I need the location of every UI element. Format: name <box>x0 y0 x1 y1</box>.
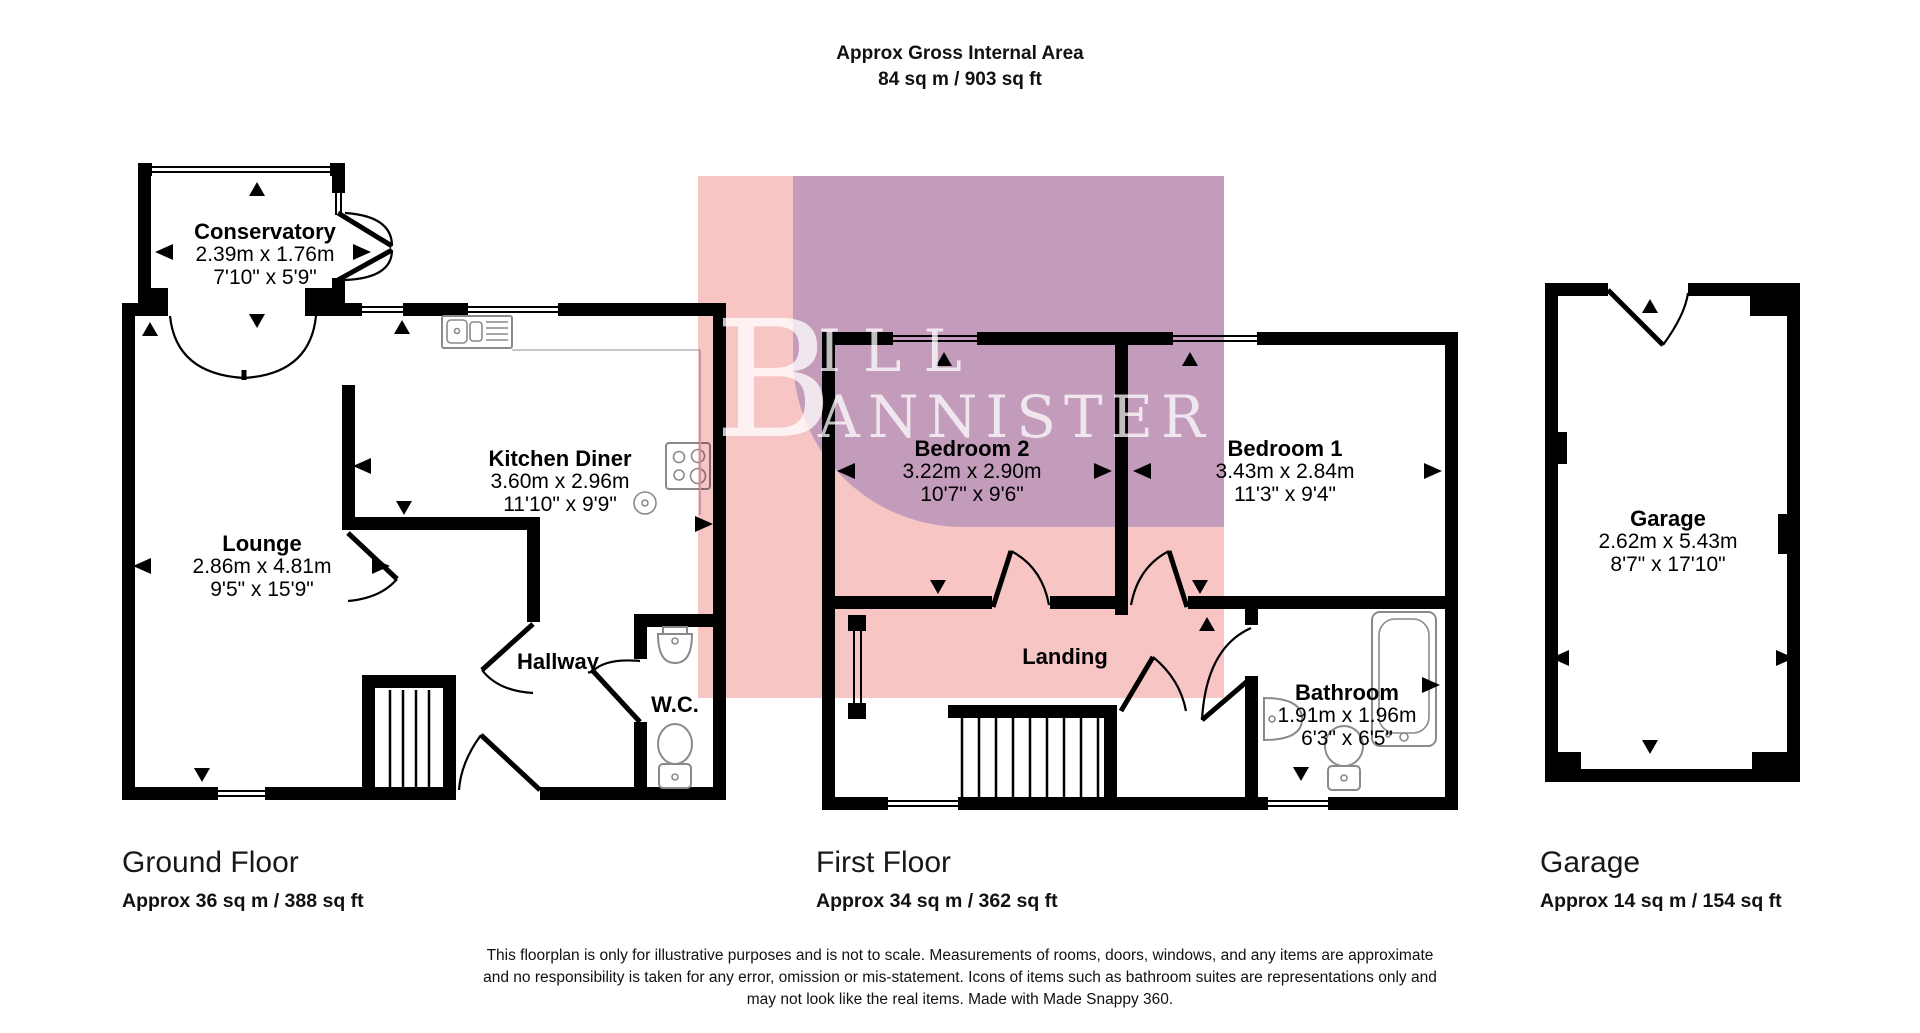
floor-area: Approx 36 sq m / 388 sq ft <box>122 890 364 912</box>
disclaimer-line-2: and no responsibility is taken for any e… <box>483 969 1437 986</box>
window-icon <box>152 163 558 800</box>
caption-ground-floor: Ground Floor Approx 36 sq m / 388 sq ft <box>122 846 364 913</box>
floor-title: Garage <box>1540 846 1641 879</box>
disclaimer-line-3: may not look like the real items. Made w… <box>746 991 1174 1008</box>
floor-title: First Floor <box>816 846 951 879</box>
disclaimer-line-1: This floorplan is only for illustrative … <box>486 947 1434 964</box>
room-label-wc: W.C. <box>651 692 699 717</box>
room-label-kitchen-diner: Kitchen Diner 3.60m x 2.96m 11'10" x 9'9… <box>488 446 632 516</box>
caption-first-floor: First Floor Approx 34 sq m / 362 sq ft <box>816 846 1058 913</box>
wc-basin-icon <box>656 626 694 665</box>
room-label-lounge: Lounge 2.86m x 4.81m 9'5" x 15'9" <box>192 531 332 601</box>
bathroom-toilet-icon <box>1324 725 1364 791</box>
gross-internal-area-header: Approx Gross Internal Area 84 sq m / 903… <box>836 43 1083 91</box>
room-label-bathroom: Bathroom 1.91m x 1.96m 6'3" x 6'5" <box>1277 680 1417 750</box>
dimension-arrow-icon <box>1551 299 1794 754</box>
bathroom-basin-icon <box>1263 696 1304 742</box>
wc-toilet-icon <box>657 723 693 789</box>
kitchen-sink-icon <box>441 315 513 349</box>
caption-garage: Garage Approx 14 sq m / 154 sq ft <box>1540 846 1782 913</box>
stairs-icon <box>960 718 1100 797</box>
header-subtitle: 84 sq m / 903 sq ft <box>878 69 1042 90</box>
floor-title: Ground Floor <box>122 846 299 879</box>
disclaimer-text: This floorplan is only for illustrative … <box>483 945 1437 1011</box>
door-swing-icon <box>1606 288 1690 347</box>
header-title: Approx Gross Internal Area <box>836 43 1084 64</box>
garage-plan <box>1545 283 1800 782</box>
stairs-icon <box>388 690 431 787</box>
room-label-conservatory: Conservatory 2.39m x 1.76m 7'10" x 5'9" <box>194 219 336 289</box>
floor-area: Approx 14 sq m / 154 sq ft <box>1540 890 1782 912</box>
watermark-blue-overlay <box>793 176 1224 527</box>
room-label-hallway: Hallway <box>517 649 599 674</box>
bathtub-icon <box>1371 611 1437 747</box>
door-swing-icon <box>168 210 642 792</box>
floor-area: Approx 34 sq m / 362 sq ft <box>816 890 1058 912</box>
room-label-garage: Garage 2.62m x 5.43m 8'7" x 17'10" <box>1598 506 1738 576</box>
room-label-bedroom-1: Bedroom 1 3.43m x 2.84m 11'3" x 9'4" <box>1215 436 1355 506</box>
small-sink-icon <box>633 491 657 515</box>
